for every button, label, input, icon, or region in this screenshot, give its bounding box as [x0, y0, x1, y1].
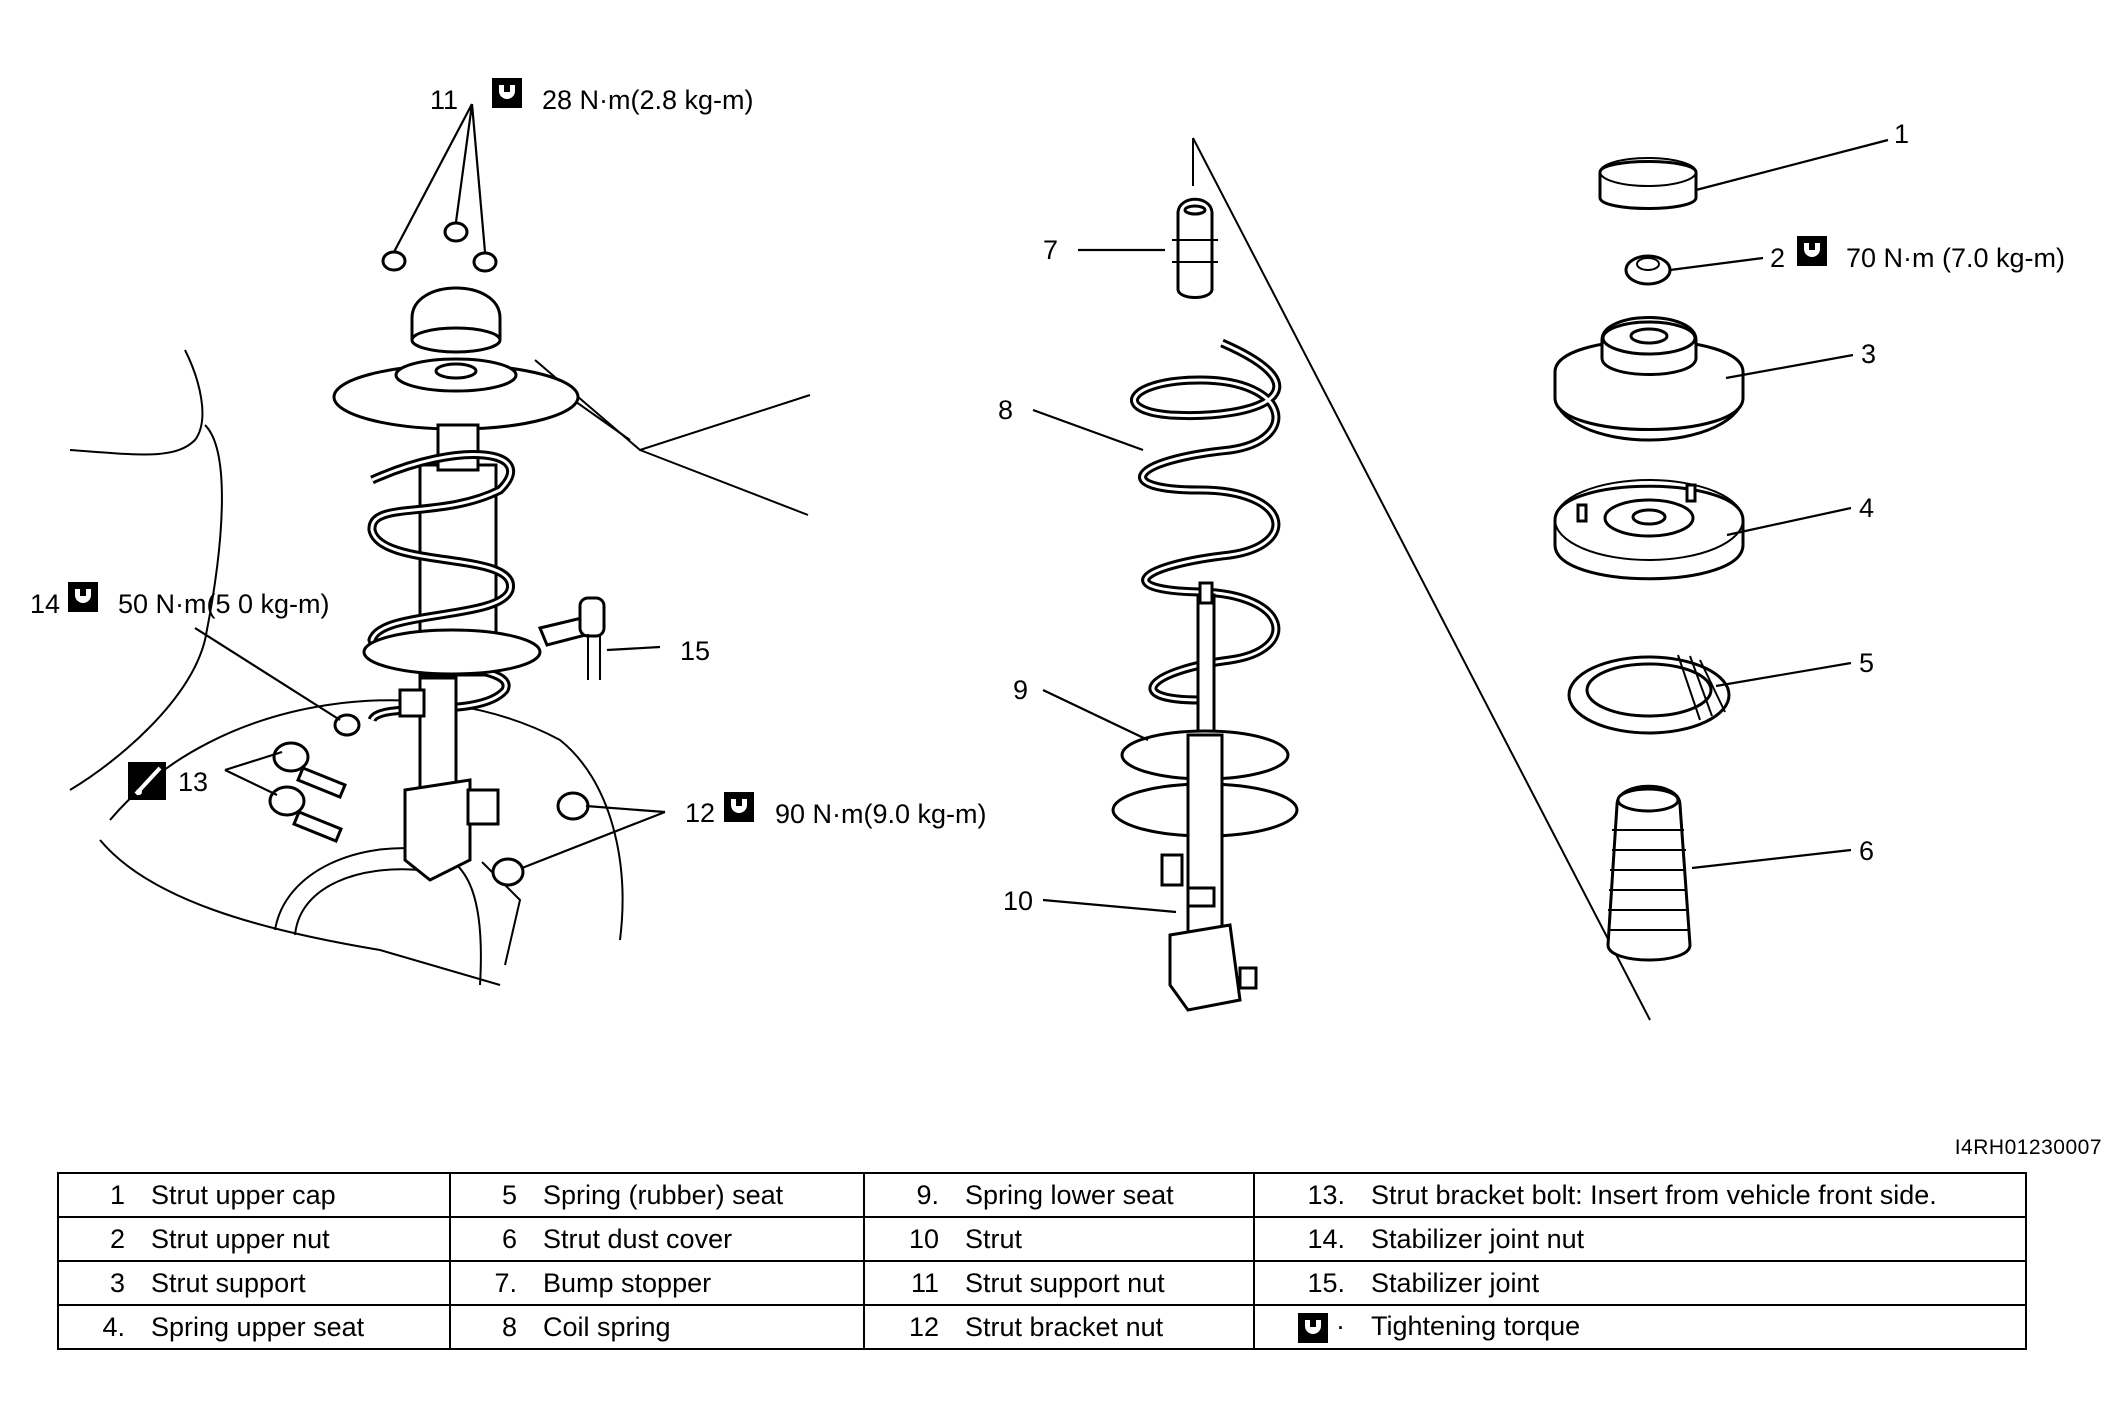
legend-cell: 15.Stabilizer joint — [1253, 1260, 2027, 1306]
legend-cell: ·Tightening torque — [1253, 1304, 2027, 1350]
stabilizer-joint-nut — [333, 713, 361, 737]
strut-support — [332, 286, 580, 431]
torque-wrench-icon — [68, 582, 98, 612]
callout-12: 12 — [685, 798, 715, 828]
legend-cell: 14.Stabilizer joint nut — [1253, 1216, 2027, 1262]
callout-7: 7 — [1043, 235, 1058, 265]
callout-4: 4 — [1859, 493, 1874, 523]
strut-support-nut — [381, 221, 498, 273]
strut-bracket-nut — [491, 791, 590, 887]
torque-2: 70 N·m (7.0 kg-m) — [1846, 243, 2065, 273]
spring-rubber-seat — [1567, 654, 1731, 735]
legend-cell: 9.Spring lower seat — [863, 1172, 1255, 1218]
torque-12: 90 N·m(9.0 kg-m) — [775, 799, 987, 829]
installed-coil-spring — [362, 423, 542, 723]
callout-5: 5 — [1859, 648, 1874, 678]
torque-wrench-icon — [492, 78, 522, 108]
torque-11: 28 N·m(2.8 kg-m) — [542, 85, 754, 115]
strut-upper-nut — [1624, 254, 1672, 286]
callout-14: 14 — [30, 589, 60, 619]
legend-cell: 13.Strut bracket bolt: Insert from vehic… — [1253, 1172, 2027, 1218]
callout-11: 11 — [430, 85, 458, 115]
callout-15: 15 — [680, 636, 710, 666]
torque-wrench-icon — [1797, 236, 1827, 266]
torque-wrench-icon — [724, 792, 754, 822]
strut-support-part — [1553, 316, 1745, 442]
callout-3: 3 — [1861, 339, 1876, 369]
callout-1: 1 — [1894, 119, 1909, 149]
callout-13: 13 — [178, 767, 208, 797]
spring-upper-seat — [1553, 479, 1745, 581]
figure-reference-code: I4RH01230007 — [1954, 1136, 2102, 1159]
exploded-view — [1032, 137, 1889, 1021]
torque-wrench-icon — [1298, 1312, 1329, 1343]
bump-stopper — [1172, 197, 1218, 299]
callout-2: 2 — [1770, 243, 1785, 273]
callout-10: 10 — [1003, 886, 1033, 916]
callout-9: 9 — [1013, 675, 1028, 705]
legend-cell: 7.Bump stopper — [449, 1260, 865, 1306]
callout-8: 8 — [998, 395, 1013, 425]
strut-upper-cap — [1598, 157, 1698, 210]
strut-dust-cover — [1606, 784, 1692, 962]
callout-6: 6 — [1859, 836, 1874, 866]
torque-14: 50 N·m(5 0 kg-m) — [118, 589, 330, 619]
installed-strut — [398, 676, 522, 966]
strut — [1111, 581, 1299, 1012]
strut-bracket-bolt — [268, 741, 347, 843]
coil-spring — [1130, 338, 1282, 705]
thread-insert-icon — [128, 762, 166, 800]
installed-view — [69, 103, 811, 986]
stabilizer-joint — [537, 596, 606, 680]
legend-cell: 4.Spring upper seat — [57, 1304, 451, 1350]
